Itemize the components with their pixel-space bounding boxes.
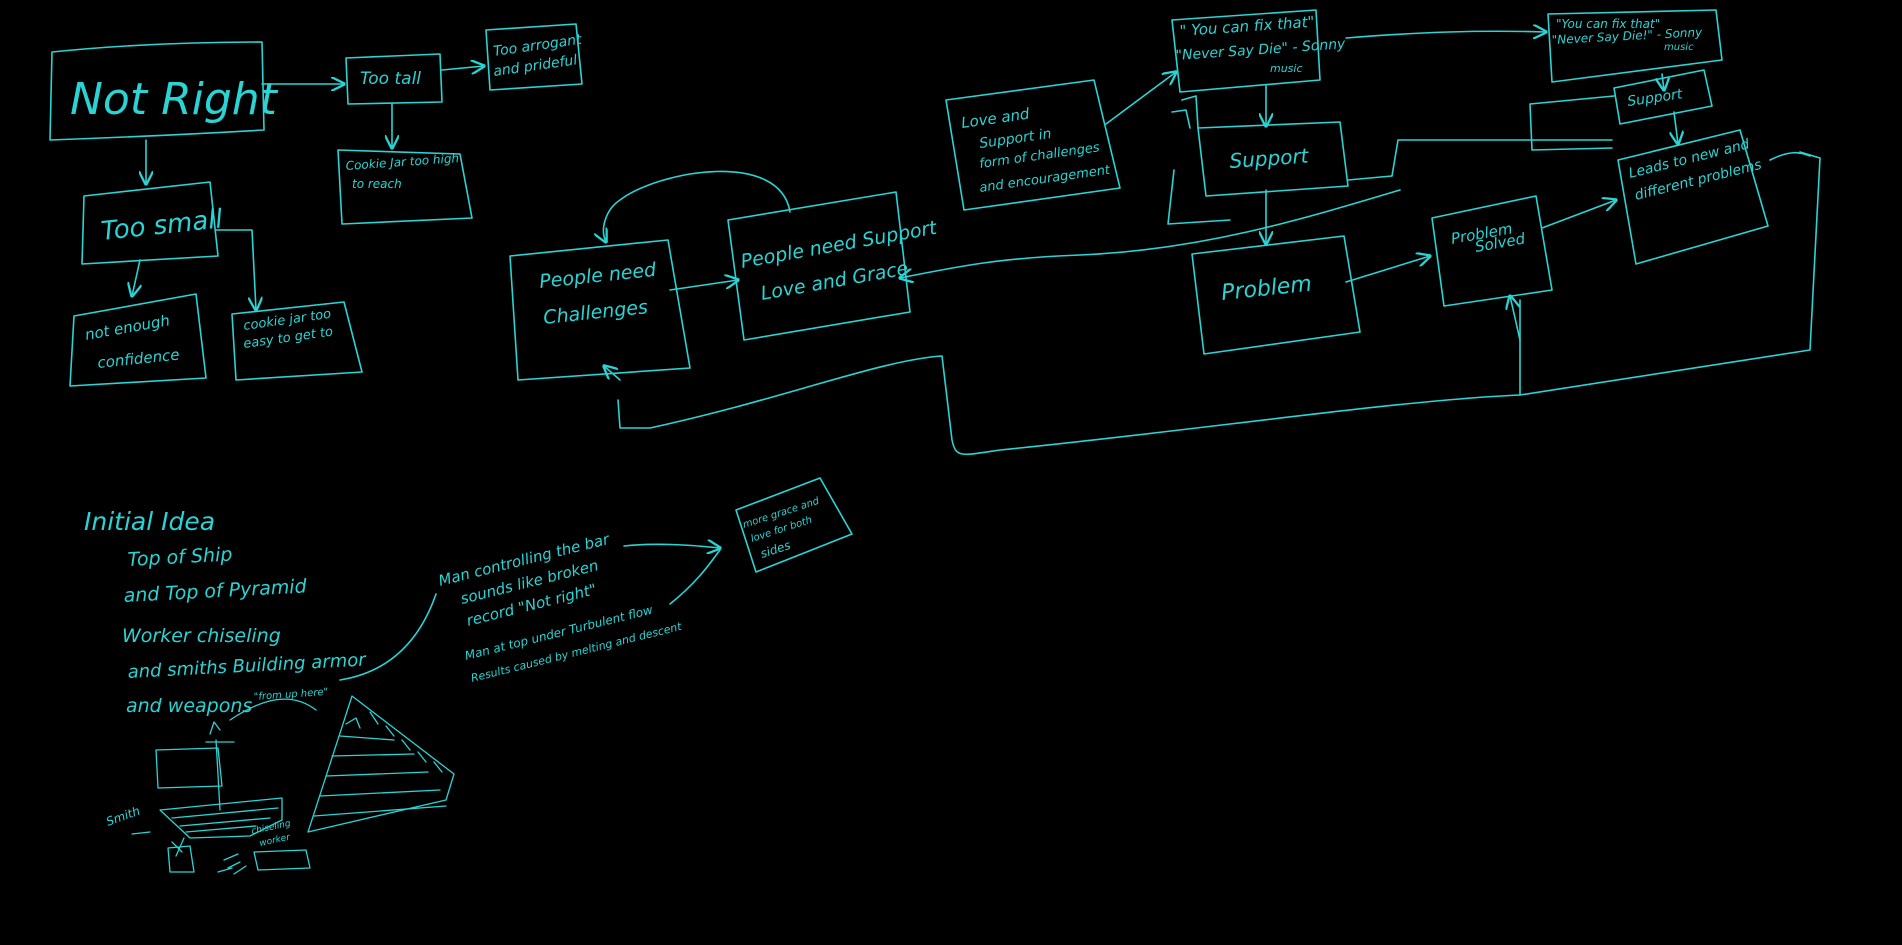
love-line-1: Love and (960, 105, 1031, 132)
love-support-box: Love and Support in form of challenges a… (945, 79, 1121, 211)
idea-line-4: and smiths Building armor (127, 649, 368, 683)
support-right-stack-lines (1529, 95, 1615, 151)
from-up-here-note: "from up here" (253, 687, 328, 703)
initial-idea-heading: Initial Idea (84, 507, 215, 536)
fix-right-line-3: music (1664, 42, 1694, 53)
arrow-too-tall-to-arrogant (441, 66, 484, 70)
confidence-line-2: confidence (97, 345, 181, 372)
chiseling-label-2: worker (259, 832, 293, 849)
not-right-box: Not Right (49, 41, 279, 141)
chisel-worker-figure (217, 853, 247, 875)
leads-loop-start (1769, 151, 1811, 161)
left-map-arrows (132, 66, 484, 310)
chisel-block (253, 849, 311, 871)
idea-line-2: and Top of Pyramid (123, 575, 308, 607)
center-cycle-arrows (604, 151, 1821, 456)
right-flow-arrows (1105, 31, 1811, 283)
arrow-solved-to-leads (1541, 200, 1616, 229)
ship-planks (171, 807, 279, 833)
line-top-to-grace (669, 549, 721, 605)
arrow-support-right-to-leads (1674, 111, 1678, 144)
arrow-loop-to-challenges (604, 366, 621, 381)
confidence-line-1: not enough (84, 311, 172, 344)
loop-right-path (1519, 151, 1821, 396)
fix-right-line-1: "You can fix that" (1556, 17, 1660, 31)
more-grace-box: more grace and love for both sides (735, 477, 853, 573)
too-small-box: Too small (81, 181, 225, 265)
you-can-fix-right-box: "You can fix that" "Never Say Die!" - So… (1547, 9, 1723, 83)
smith-anvil (167, 837, 195, 873)
arrow-love-to-fix (1105, 72, 1176, 125)
fix-left-line-2: "Never Say Die" - Sonny (1175, 36, 1346, 64)
not-enough-confidence-box: not enough confidence (69, 293, 207, 387)
ship-mast (205, 739, 235, 811)
not-right-label: Not Right (70, 74, 279, 125)
cookie-too-high-box: Cookie Jar too high to reach (337, 149, 473, 225)
line-man-to-armor (339, 593, 437, 681)
loop-bottom-path (617, 355, 1521, 456)
leads-to-new-box: Leads to new and different problems (1617, 129, 1769, 265)
challenges-line-2: Challenges (542, 296, 649, 329)
problem-label: Problem (1220, 272, 1313, 306)
pyramid-side-marks (369, 711, 443, 773)
support-mid-box: Support (1167, 95, 1349, 225)
idea-line-1: Top of Ship (127, 544, 233, 571)
ship-sketch (155, 698, 317, 839)
too-small-label: Too small (100, 204, 225, 247)
arrow-fix-left-to-fix-right (1345, 31, 1546, 38)
challenges-line-1: People need (538, 259, 658, 293)
arrow-too-small-to-confidence (132, 259, 140, 296)
ship-sail (155, 747, 223, 789)
pyramid-outline (307, 695, 455, 833)
pyramid-sketch (307, 695, 455, 833)
support-right-label: Support (1626, 86, 1684, 110)
initial-idea-notes: Initial Idea Top of Ship and Top of Pyra… (84, 507, 368, 717)
idea-line-3: Worker chiseling (122, 625, 281, 647)
problem-solved-box: Problem Solved (1431, 195, 1553, 307)
arrow-to-support-need (900, 189, 1401, 278)
arrow-too-small-to-cookie-easy (215, 229, 256, 310)
fix-left-line-3: music (1270, 62, 1303, 75)
too-arrogant-box: Too arrogant and prideful (485, 23, 583, 91)
arrow-loop-to-problem-solved (1510, 296, 1521, 341)
problem-box: Problem (1191, 235, 1361, 355)
arrow-support-to-challenges-top (604, 170, 791, 242)
too-tall-label: Too tall (360, 69, 421, 89)
support-mid-label: Support (1229, 143, 1311, 173)
too-tall-box: Too tall (345, 53, 443, 105)
support-to-leads-line (1347, 139, 1613, 181)
support-need-line-1: People need Support (739, 217, 940, 273)
cookie-too-easy-box: cookie jar too easy to get to (231, 301, 363, 381)
support-mid-stack-lines (1167, 95, 1231, 225)
man-controlling-note: Man controlling the bar sounds like brok… (437, 530, 684, 685)
smith-pointer (131, 831, 151, 835)
people-need-challenges-box: People need Challenges (509, 239, 691, 381)
notes-connectors (339, 544, 721, 681)
cookie-high-line-2: to reach (352, 177, 402, 191)
ship-worker-figure (209, 721, 221, 735)
fix-left-line-1: " You can fix that" (1179, 13, 1315, 40)
arrow-fix-right-to-support (1662, 73, 1664, 90)
arrow-man-to-grace (623, 544, 720, 548)
pyramid-top-figure (345, 717, 361, 729)
cookie-high-line-1: Cookie Jar too high (345, 151, 459, 173)
smith-label: Smith (104, 804, 142, 829)
idea-line-5: and weapons (126, 695, 252, 717)
pyramid-steps (313, 735, 447, 817)
people-need-support-box: People need Support Love and Grace (727, 191, 940, 341)
arrow-problem-to-solved (1345, 256, 1430, 283)
arrow-challenges-to-support (669, 280, 738, 291)
ship-hull (159, 797, 283, 839)
more-grace-line-3: sides (759, 538, 793, 561)
ship-lookout-line (229, 698, 317, 721)
you-can-fix-left-box: " You can fix that" "Never Say Die" - So… (1171, 9, 1347, 93)
